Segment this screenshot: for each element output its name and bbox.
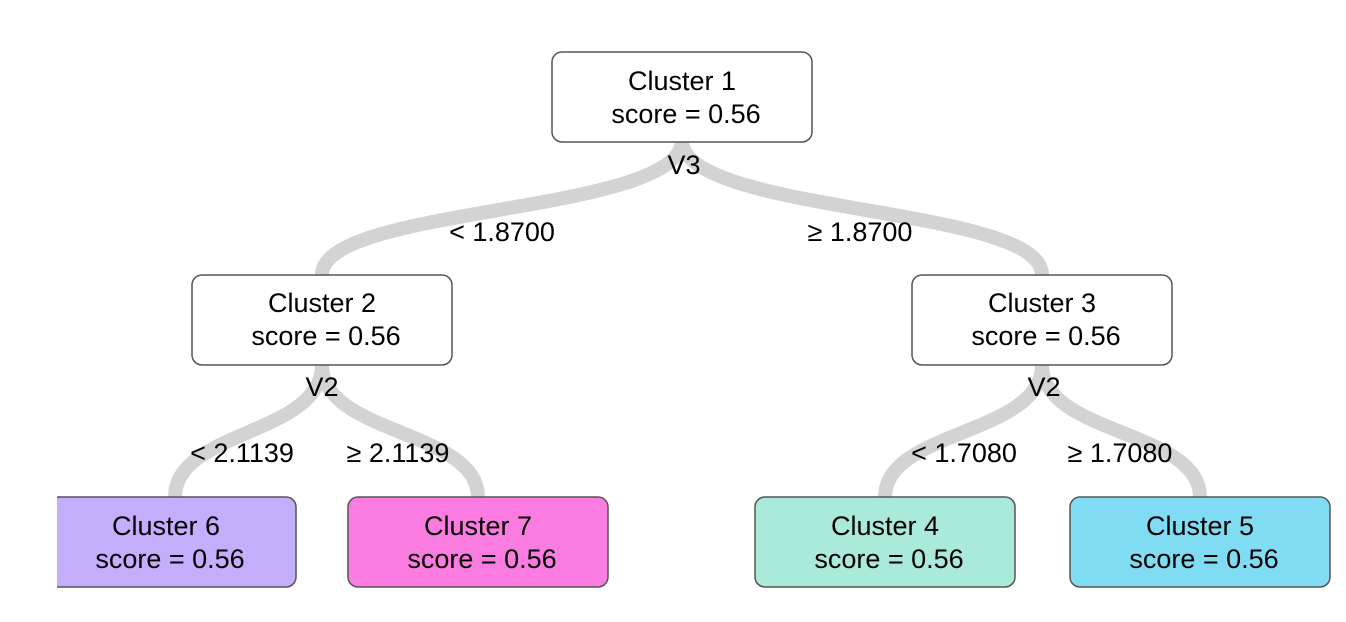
branch-cluster-2-to-cluster-7 bbox=[315, 358, 485, 504]
node-title: Cluster 4 bbox=[831, 511, 939, 541]
node-box bbox=[347, 496, 609, 588]
edge-label-left: < 2.1139 bbox=[190, 438, 294, 468]
node-score: score = 0.56 bbox=[407, 544, 556, 574]
branch-cluster-1-to-cluster-2 bbox=[315, 133, 689, 282]
branch-cluster-2-to-cluster-6 bbox=[168, 358, 329, 504]
node-cluster-2: Cluster 2 score = 0.56 bbox=[191, 274, 453, 366]
node-score: score = 0.56 bbox=[251, 321, 400, 351]
node-title: Cluster 7 bbox=[424, 511, 532, 541]
edge-label-right: ≥ 2.1139 bbox=[347, 438, 450, 468]
node-title: Cluster 5 bbox=[1146, 511, 1254, 541]
edge-label-left: < 1.8700 bbox=[449, 217, 555, 247]
branch-cluster-1-to-cluster-3 bbox=[675, 133, 1049, 282]
node-title: Cluster 1 bbox=[628, 66, 736, 96]
node-cluster-1: Cluster 1 score = 0.56 bbox=[551, 51, 813, 143]
split-variable-label: V2 bbox=[305, 372, 338, 402]
tree-branches bbox=[168, 133, 1207, 504]
branch-cluster-3-to-cluster-5 bbox=[1035, 358, 1207, 504]
split-variable-label: V2 bbox=[1027, 372, 1060, 402]
edge-label-left: < 1.7080 bbox=[911, 438, 1017, 468]
node-score: score = 0.56 bbox=[611, 99, 760, 129]
node-title: Cluster 6 bbox=[112, 511, 220, 541]
split-variable-label: V3 bbox=[667, 150, 700, 180]
edge-label-right: ≥ 1.8700 bbox=[808, 217, 913, 247]
split-labels: V3 < 1.8700 ≥ 1.8700 V2 < 2.1139 ≥ 2.113… bbox=[190, 150, 1172, 468]
node-cluster-6: Cluster 6 score = 0.56 bbox=[57, 496, 297, 588]
node-title: Cluster 2 bbox=[268, 288, 376, 318]
node-cluster-4: Cluster 4 score = 0.56 bbox=[754, 496, 1016, 588]
node-box bbox=[57, 496, 297, 588]
node-score: score = 0.56 bbox=[95, 544, 244, 574]
node-box bbox=[1069, 496, 1331, 588]
node-cluster-7: Cluster 7 score = 0.56 bbox=[347, 496, 609, 588]
edge-label-right: ≥ 1.7080 bbox=[1068, 438, 1173, 468]
node-box bbox=[911, 274, 1173, 366]
node-title: Cluster 3 bbox=[988, 288, 1096, 318]
node-box bbox=[551, 51, 813, 143]
node-score: score = 0.56 bbox=[971, 321, 1120, 351]
node-box bbox=[191, 274, 453, 366]
node-box bbox=[754, 496, 1016, 588]
node-score: score = 0.56 bbox=[814, 544, 963, 574]
node-cluster-5: Cluster 5 score = 0.56 bbox=[1069, 496, 1331, 588]
node-score: score = 0.56 bbox=[1129, 544, 1278, 574]
branch-cluster-3-to-cluster-4 bbox=[878, 358, 1049, 504]
node-cluster-3: Cluster 3 score = 0.56 bbox=[911, 274, 1173, 366]
tree-nodes: Cluster 1 score = 0.56 Cluster 2 score =… bbox=[57, 51, 1331, 588]
